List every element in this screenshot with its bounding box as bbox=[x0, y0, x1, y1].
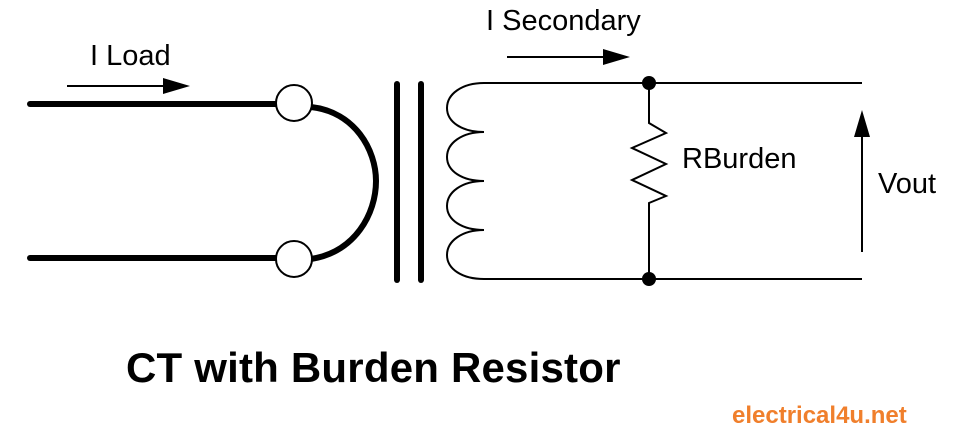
terminal-bottom bbox=[275, 240, 313, 278]
secondary-current-label: I Secondary bbox=[486, 5, 641, 37]
junction-dot-top bbox=[642, 76, 656, 90]
load-current-arrow bbox=[67, 78, 190, 94]
load-current-label: I Load bbox=[90, 40, 171, 72]
secondary-coil bbox=[445, 82, 485, 280]
burden-resistor bbox=[629, 83, 669, 279]
junction-dot-bottom bbox=[642, 272, 656, 286]
diagram-title: CT with Burden Resistor bbox=[126, 344, 621, 391]
output-voltage-arrow bbox=[854, 110, 870, 252]
output-voltage-label: Vout bbox=[878, 168, 937, 200]
burden-resistor-label: RBurden bbox=[682, 143, 797, 175]
primary-loop bbox=[310, 104, 380, 262]
secondary-current-arrow bbox=[507, 49, 630, 65]
watermark-text: electrical4u.net bbox=[732, 402, 907, 429]
terminal-top bbox=[275, 84, 313, 122]
